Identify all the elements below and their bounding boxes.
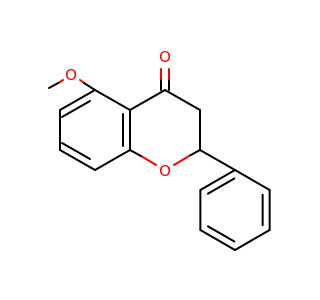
carbonyl-oxygen-label: O bbox=[159, 48, 171, 66]
bond-c2-o1-red bbox=[173, 155, 190, 166]
bond-phenyl-inner-5 bbox=[207, 177, 236, 195]
ring-oxygen-label: O bbox=[159, 162, 171, 180]
bond-c4-c3 bbox=[164, 89, 201, 111]
bond-phenyl-3 bbox=[234, 229, 271, 251]
bond-c4a-c5 bbox=[94, 89, 131, 111]
bond-c5-c6 bbox=[59, 89, 96, 111]
bond-c2-o1 bbox=[188, 149, 201, 157]
bond-c7-c8 bbox=[59, 149, 96, 171]
bond-o-aryl bbox=[83, 82, 96, 91]
bond-o1-c8a bbox=[129, 149, 142, 157]
bond-c4a-c4 bbox=[129, 89, 166, 111]
bond-methyl-o bbox=[48, 81, 61, 89]
bond-c2-ipso bbox=[199, 149, 236, 171]
bond-phenyl-inner-3 bbox=[207, 225, 236, 243]
bond-c7-c8-inner bbox=[61, 142, 91, 160]
bond-c8-c8a bbox=[94, 149, 131, 171]
methoxy-oxygen-label: O bbox=[65, 66, 77, 84]
structure-diagram: O O O bbox=[48, 48, 271, 251]
bond-phenyl-1 bbox=[234, 169, 271, 191]
bond-phenyl-6 bbox=[199, 169, 236, 191]
bond-c5-c6-inner bbox=[61, 100, 91, 118]
bond-o1-c8a-red bbox=[140, 155, 157, 166]
bond-phenyl-4 bbox=[199, 229, 236, 251]
bond-methyl-o-red bbox=[59, 79, 64, 83]
